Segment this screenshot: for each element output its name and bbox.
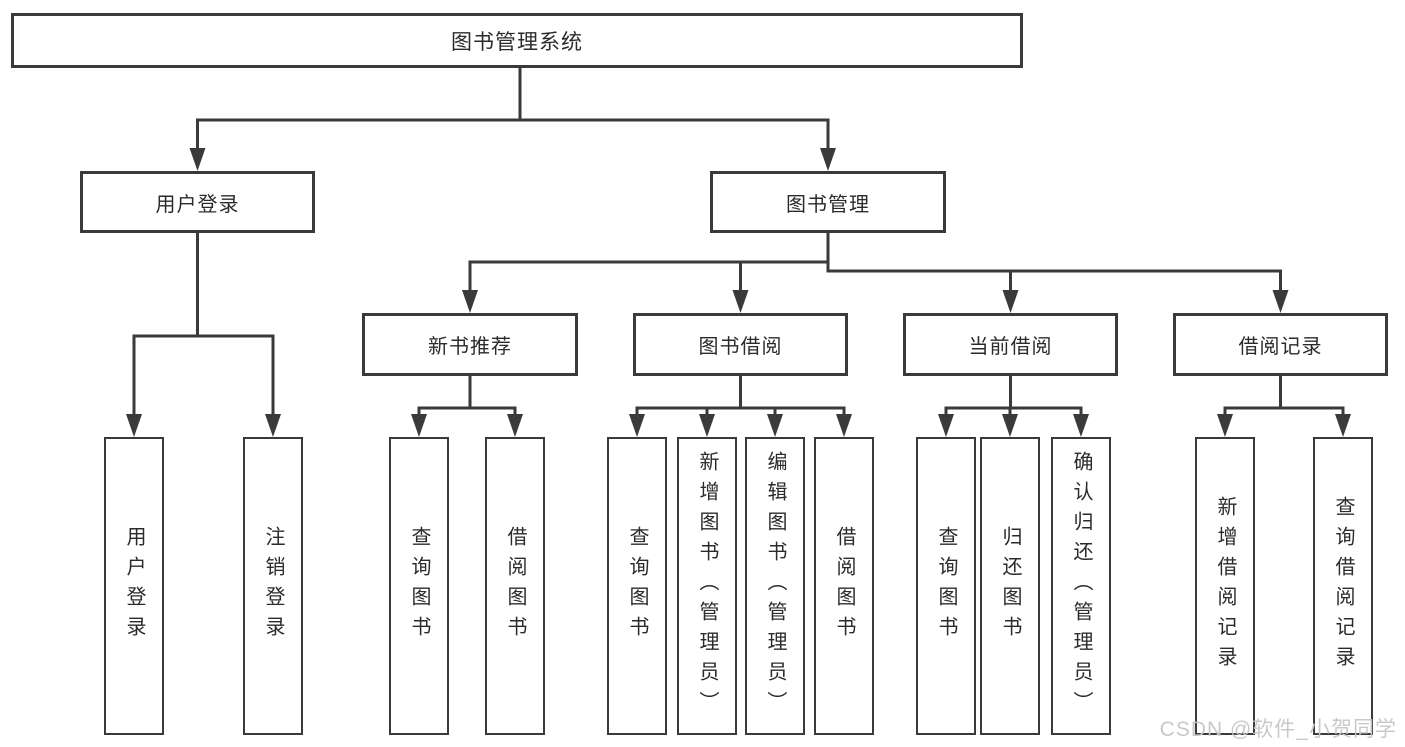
leaf-confirm-return-admin: 确认归还（管理员） <box>1051 437 1111 735</box>
node-label: 用户登录 <box>155 193 240 216</box>
leaf-label: 查询图书 <box>408 526 430 646</box>
node-book-borrowing: 图书借阅 <box>633 313 848 376</box>
leaf-label: 查询图书 <box>935 526 957 646</box>
leaf-user-login: 用户登录 <box>104 437 164 735</box>
leaf-query-books: 查询图书 <box>916 437 976 735</box>
leaf-label: 确认归还（管理员） <box>1070 451 1092 721</box>
node-label: 图书管理系统 <box>451 30 583 54</box>
leaf-edit-book-admin: 编辑图书（管理员） <box>745 437 805 735</box>
leaf-query-borrowing-record: 查询借阅记录 <box>1313 437 1373 735</box>
leaf-query-books: 查询图书 <box>607 437 667 735</box>
node-current-borrowing: 当前借阅 <box>903 313 1118 376</box>
node-borrowing-records: 借阅记录 <box>1173 313 1388 376</box>
node-user-login: 用户登录 <box>80 171 315 233</box>
leaf-label: 用户登录 <box>123 526 145 646</box>
node-label: 新书推荐 <box>428 336 512 358</box>
leaf-label: 借阅图书 <box>504 526 526 646</box>
leaf-label: 借阅图书 <box>833 526 855 646</box>
leaf-label: 查询借阅记录 <box>1332 496 1354 676</box>
node-label: 图书借阅 <box>698 336 783 358</box>
csdn-watermark: CSDN @软件_小贺同学 <box>1159 718 1397 741</box>
leaf-add-borrowing-record: 新增借阅记录 <box>1195 437 1255 735</box>
leaf-add-book-admin: 新增图书（管理员） <box>677 437 737 735</box>
leaf-label: 注销登录 <box>262 526 284 646</box>
leaf-label: 归还图书 <box>999 526 1021 646</box>
leaf-label: 查询图书 <box>626 526 648 646</box>
node-label: 借阅记录 <box>1238 336 1323 358</box>
node-new-book-recommendation: 新书推荐 <box>362 313 578 376</box>
leaf-query-books: 查询图书 <box>389 437 449 735</box>
leaf-return-books: 归还图书 <box>980 437 1040 735</box>
leaf-logout: 注销登录 <box>243 437 303 735</box>
node-label: 当前借阅 <box>968 336 1053 358</box>
leaf-label: 编辑图书（管理员） <box>764 451 786 721</box>
leaf-borrow-books: 借阅图书 <box>814 437 874 735</box>
leaf-borrow-books: 借阅图书 <box>485 437 545 735</box>
leaf-label: 新增图书（管理员） <box>696 451 718 721</box>
node-book-management: 图书管理 <box>710 171 946 233</box>
node-label: 图书管理 <box>786 193 870 216</box>
leaf-label: 新增借阅记录 <box>1214 496 1236 676</box>
node-library-management-system: 图书管理系统 <box>11 13 1023 68</box>
